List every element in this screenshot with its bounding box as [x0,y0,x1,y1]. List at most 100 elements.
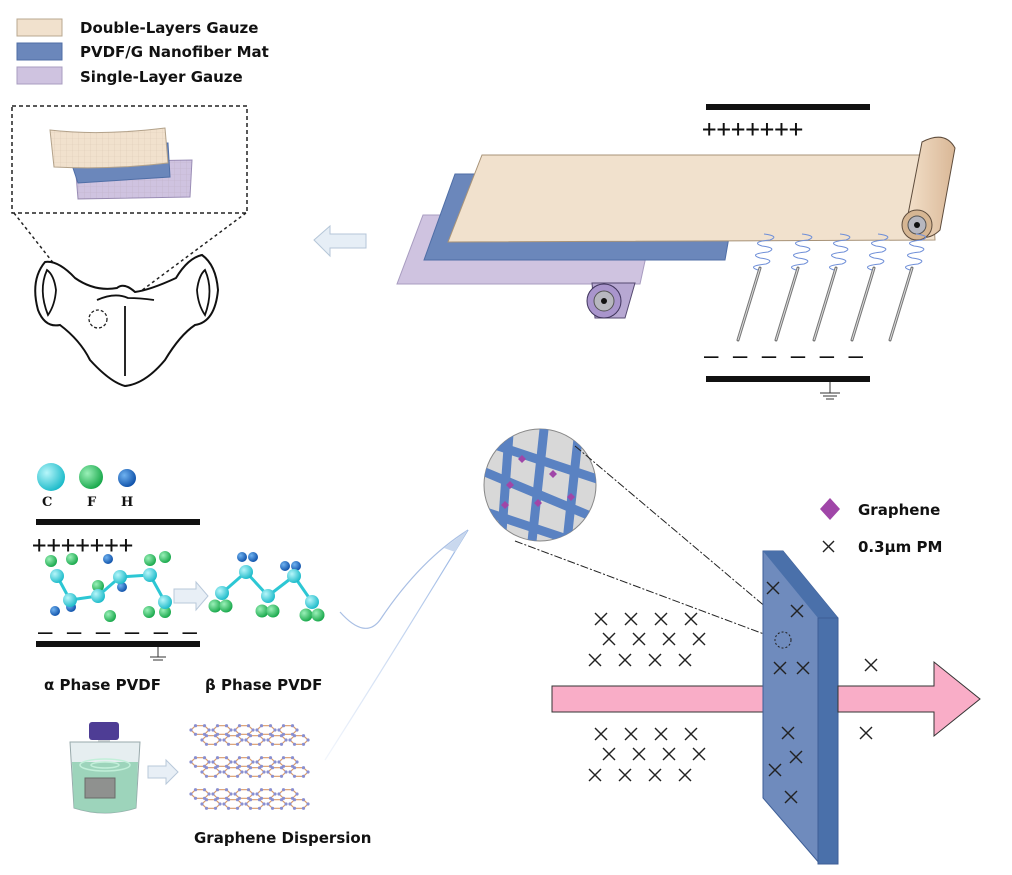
fiber-jet [829,233,851,271]
poling-field: +++++++ – – – – – – [32,519,200,661]
alpha-pvdf-molecule [45,551,172,622]
lower-electrode [36,641,200,647]
sonicator-cap [89,722,119,740]
fluorine-atom [299,608,313,622]
positive-charges: +++++++ [702,115,803,143]
airflow-out-arrow [837,660,981,738]
legend-label: Double-Layers Gauze [80,19,258,37]
process-arrow-left [313,224,367,258]
pm-particle [773,661,787,675]
fiber-jet [791,233,813,271]
beta-pvdf-molecule [208,552,325,622]
pm-particle [602,747,616,761]
ground-electrode [706,376,870,382]
graphene-dot [567,493,575,501]
pm-particle [624,612,638,626]
swatch-single-layer-gauze [16,66,63,85]
fluorine-atom [144,554,156,566]
hydrogen-atom [117,582,127,592]
connector-curve-top [339,529,469,629]
fluorine-atom-icon [79,465,103,489]
pm-particle [678,653,692,667]
fluorine-atom [92,580,104,592]
zoom-spot-filter [774,631,792,649]
connector-arrowhead [444,530,468,552]
swatch-double-layer-gauze [16,18,63,37]
hydrogen-atom [103,554,113,564]
graphene-particles [501,455,575,509]
fluorine-atom [66,553,78,565]
fiber-jet [905,233,927,271]
carbon-atom [143,568,157,582]
filter-legend: Graphene 0.3μm PM [820,498,942,556]
legend-label-pm: 0.3μm PM [858,538,942,556]
pm-particle [654,612,668,626]
mask-fold [96,294,155,301]
fluorine-atom [219,599,233,613]
legend-item-double-layer-gauze: Double-Layers Gauze [16,18,258,37]
carbon-atom [91,589,105,603]
dispersion-arrow [147,758,179,786]
pm-particles-upstream [588,612,706,782]
graphene-sheet [189,724,310,746]
pm-particle [648,653,662,667]
feed-roller-axle [601,298,607,304]
fiber-jet [867,233,889,271]
carbon-atom [287,569,301,583]
graphite-block [84,777,116,799]
electrospinning-setup: +++++++ – – – – – – [396,104,956,400]
hydrogen-atom [237,552,247,562]
ear-loop-right [196,268,211,317]
fiber-jet [753,233,775,271]
pm-particle [781,726,795,740]
pm-particle [784,790,798,804]
mask-illustration [11,105,248,388]
fiber-jets [753,233,927,271]
materials-legend: Double-Layers Gauze PVDF/G Nanofiber Mat… [16,18,269,86]
graphene-sheet [189,788,310,810]
graphene-dot [506,481,514,489]
pm-cross-icon [822,540,835,553]
pm-particle [662,632,676,646]
carbon-atom [113,570,127,584]
pm-particle [684,727,698,741]
pm-particle [662,747,676,761]
spinneret-needles [736,266,914,342]
collector-electrode [706,104,870,110]
poling-positive-charges: +++++++ [32,531,133,559]
pm-particle [692,632,706,646]
fluorine-atom [45,555,57,567]
graphene-sheet [189,756,310,778]
zoom-spot [88,309,108,329]
fluorine-atom [255,604,269,618]
double-layer-gauze-strip [447,154,936,243]
airflow-in-arrow [551,685,790,713]
graphene-dot [518,455,526,463]
pm-particle [632,632,646,646]
carbon-atom-icon [37,463,65,491]
hydrogen-atom [280,561,290,571]
atom-label-h: H [121,495,133,510]
pm-particle [594,727,608,741]
pm-particle [766,581,780,595]
carbon-atom [215,586,229,600]
pm-particle [859,726,873,740]
pm-particle [789,750,803,764]
legend-label: PVDF/G Nanofiber Mat [80,43,269,61]
carbon-atom [63,593,77,607]
carbon-atom [158,595,172,609]
fluorine-atom [143,606,155,618]
pm-particle [790,604,804,618]
hydrogen-atom [291,561,301,571]
legend-label: Single-Layer Gauze [80,68,243,86]
pm-particle [624,727,638,741]
hydrogen-atom-icon [118,469,136,487]
ground-icon [820,382,840,400]
pm-particle [678,768,692,782]
pm-particle [632,747,646,761]
negative-charges: – – – – – – [704,342,863,370]
mask-outline [34,253,220,388]
pm-particle [768,763,782,777]
graphene-dispersion-label: Graphene Dispersion [194,829,371,847]
graphene-diamond-icon [820,498,840,520]
